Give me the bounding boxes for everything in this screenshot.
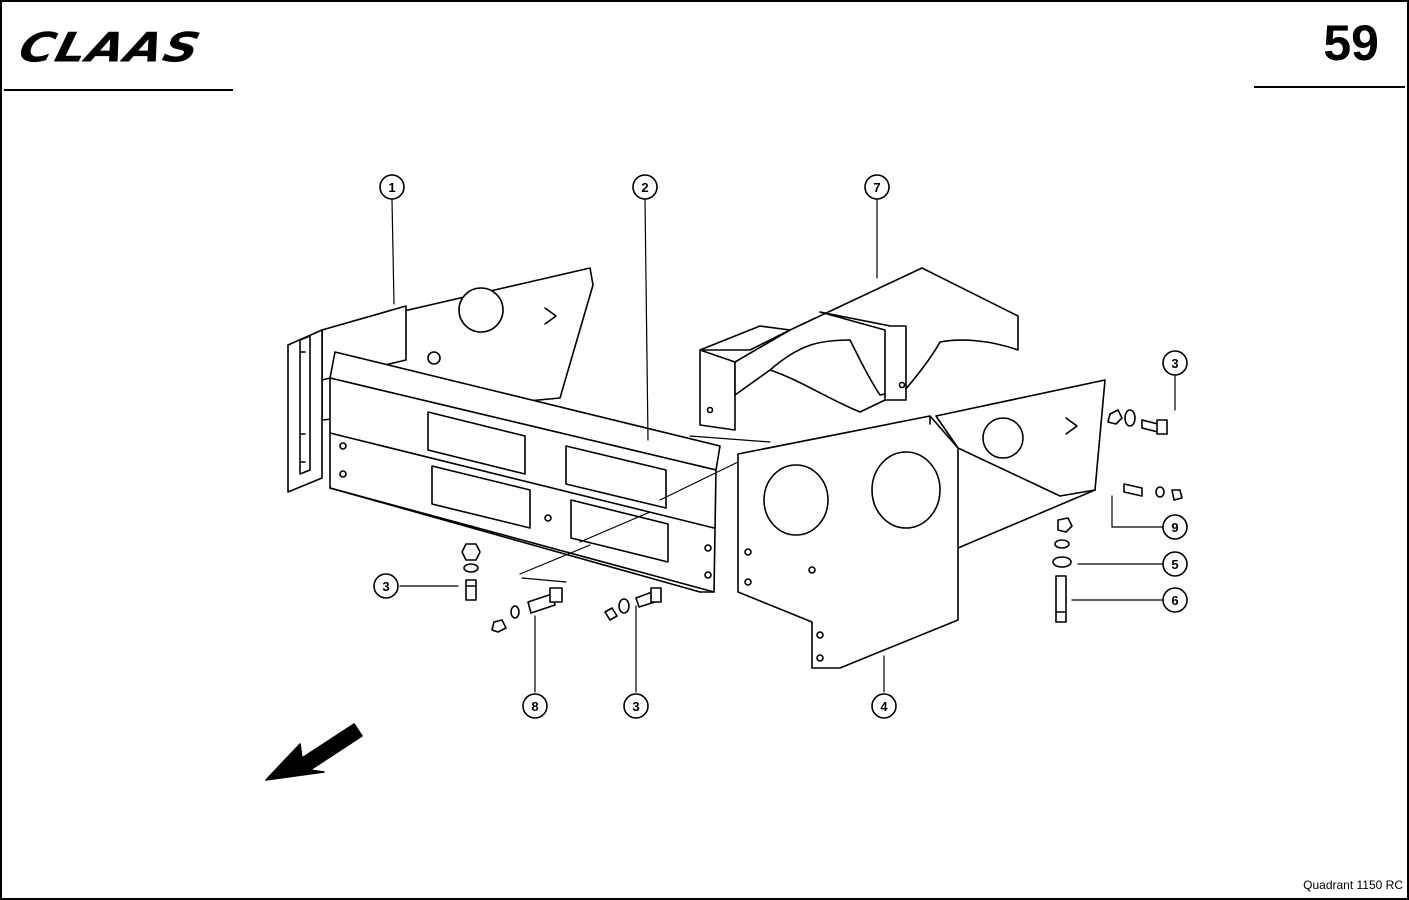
callout-label: 4 — [880, 699, 888, 714]
callout-5-right: 5 — [1162, 551, 1188, 577]
callout-3-right: 3 — [1162, 350, 1188, 376]
part-7-shield-cover — [699, 267, 1019, 431]
header-rule-right — [1254, 86, 1405, 88]
page-number: 59 — [1323, 15, 1379, 71]
callout-label: 3 — [382, 579, 389, 594]
model-caption: Quadrant 1150 RC — [1303, 878, 1403, 892]
callout-8-bottom: 8 — [522, 693, 548, 719]
callout-2-top: 2 — [632, 174, 658, 200]
callout-label: 1 — [388, 180, 395, 195]
callout-7-top: 7 — [864, 174, 890, 200]
callout-3-left: 3 — [373, 573, 399, 599]
travel-direction-arrow-icon — [265, 723, 363, 781]
callout-4-bottom: 4 — [871, 693, 897, 719]
leader-lines — [391, 199, 1176, 693]
callout-label: 5 — [1171, 557, 1178, 572]
callout-label: 3 — [632, 699, 639, 714]
part-4-right-housing — [737, 379, 1106, 669]
part-2-cross-beam — [329, 351, 721, 593]
callout-label: 6 — [1171, 593, 1178, 608]
callout-1-top: 1 — [379, 174, 405, 200]
callout-label: 8 — [531, 699, 538, 714]
callout-9-right: 9 — [1162, 514, 1188, 540]
callout-3-bottom: 3 — [623, 693, 649, 719]
callout-label: 9 — [1171, 520, 1178, 535]
callout-label: 2 — [641, 180, 648, 195]
hardware-fasteners — [461, 409, 1183, 633]
header-rule-left — [4, 89, 233, 91]
callout-label: 3 — [1171, 356, 1178, 371]
callout-6-right: 6 — [1162, 587, 1188, 613]
callout-label: 7 — [873, 180, 880, 195]
assembly-guide-lines — [519, 435, 771, 583]
